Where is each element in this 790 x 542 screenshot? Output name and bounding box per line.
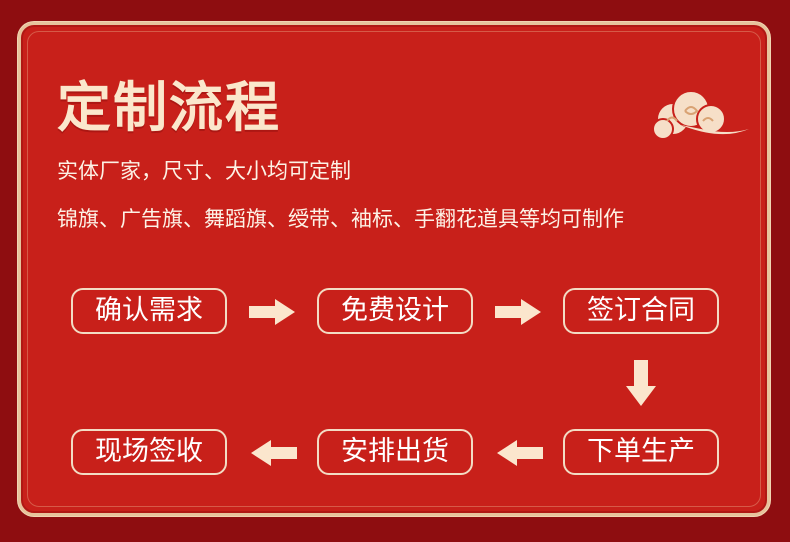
- arrow-right-icon: [249, 299, 295, 325]
- arrow-down-icon: [626, 360, 656, 406]
- step-free-design: 免费设计: [317, 288, 473, 334]
- page-title: 定制流程: [57, 75, 281, 139]
- subtitle-line-1: 实体厂家，尺寸、大小均可定制: [57, 159, 351, 183]
- arrow-left-icon: [497, 440, 543, 466]
- process-card: 定制流程 实体厂家，尺寸、大小均可定制 锦旗、广告旗、舞蹈旗、绶带、袖标、手翻花…: [18, 22, 770, 516]
- cloud-icon: [652, 90, 749, 140]
- arrow-left-icon: [251, 440, 297, 466]
- subtitle-line-2: 锦旗、广告旗、舞蹈旗、绶带、袖标、手翻花道具等均可制作: [57, 207, 624, 231]
- step-shipping: 安排出货: [317, 429, 473, 475]
- step-onsite-receipt: 现场签收: [71, 429, 227, 475]
- step-sign-contract: 签订合同: [563, 288, 719, 334]
- arrow-right-icon: [495, 299, 541, 325]
- step-confirm-requirements: 确认需求: [71, 288, 227, 334]
- step-production: 下单生产: [563, 429, 719, 475]
